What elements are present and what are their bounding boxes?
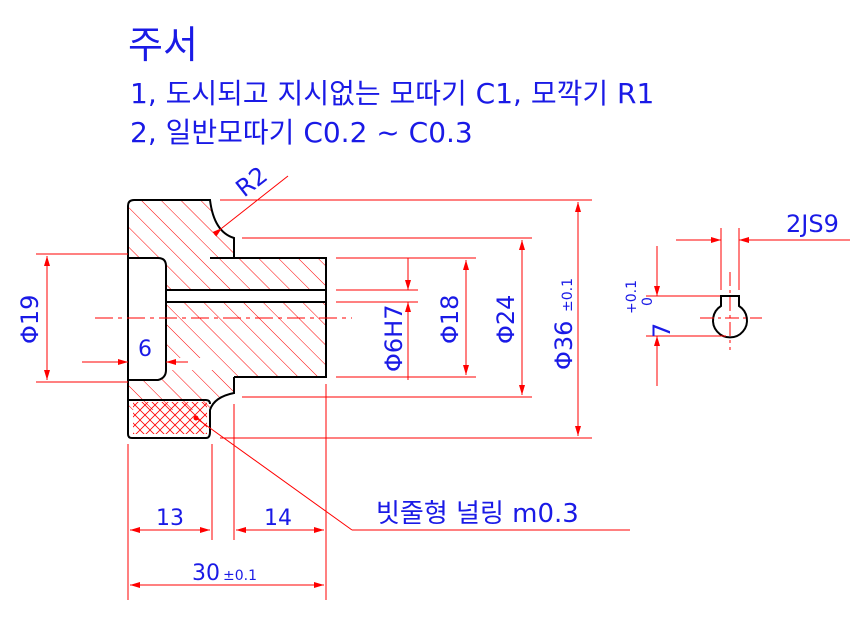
dim-len-13: 13 [156, 506, 184, 531]
dim-len-30: 30 [192, 561, 220, 586]
knurl-callout: 빗줄형 널링 m0.3 [376, 499, 579, 529]
dim-phi6h7: Φ6H7 [380, 305, 408, 372]
dim-phi36-tolerance: ±0.1 [560, 278, 576, 312]
dimension-lines [36, 175, 630, 600]
dim-keyway-tol-upper: +0.1 [624, 280, 640, 314]
knurl-leader-dot [193, 415, 199, 421]
dim-len-30-tolerance: ±0.1 [223, 568, 257, 584]
dim-phi36: Φ36 [550, 321, 578, 370]
dim-6: 6 [138, 337, 152, 362]
section-hatch [128, 200, 326, 434]
dim-r2: R2 [230, 161, 272, 203]
dim-keyway-tol-lower: 0 [640, 297, 656, 306]
dim-keyway-width: 2JS9 [786, 210, 839, 238]
notes-title: 주서 [128, 23, 198, 67]
part-outline [127, 199, 327, 439]
dim-phi24: Φ24 [492, 295, 520, 344]
notes-line-2: 2, 일반모따기 C0.2 ~ C0.3 [130, 116, 473, 149]
dim-keyway-depth: 7 [648, 323, 676, 338]
keyway-view [646, 228, 850, 386]
dim-phi18: Φ18 [436, 295, 464, 344]
dim-phi19: Φ19 [16, 295, 44, 344]
notes-line-1: 1, 도시되고 지시없는 모따기 C1, 모깍기 R1 [130, 77, 655, 110]
dim-len-14: 14 [264, 506, 292, 531]
